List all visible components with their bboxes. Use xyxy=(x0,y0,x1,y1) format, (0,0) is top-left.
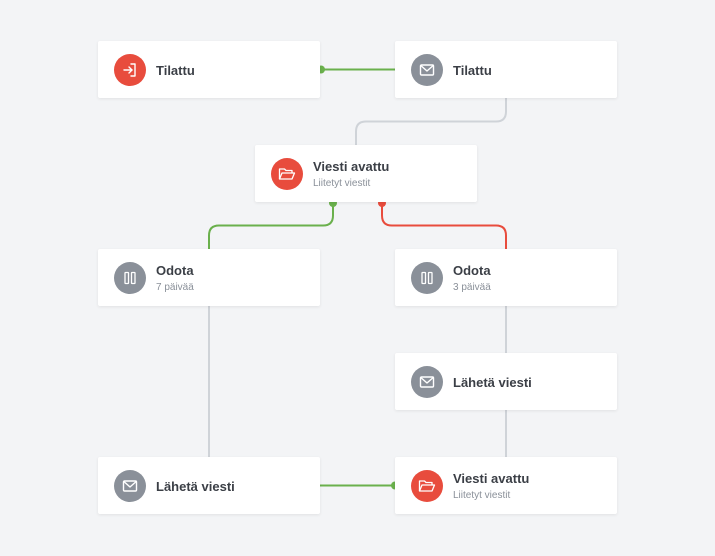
node-trigger-subscribed[interactable]: Tilattu xyxy=(98,41,320,98)
node-title: Lähetä viesti xyxy=(453,375,532,390)
node-send-subscribed[interactable]: Tilattu xyxy=(395,41,617,98)
envelope-icon xyxy=(114,470,146,502)
node-subtitle: Liitetyt viestit xyxy=(313,178,371,189)
node-title: Viesti avattu xyxy=(453,471,530,486)
node-subtitle: 3 päivää xyxy=(453,282,491,293)
folder-open-icon xyxy=(411,470,443,502)
node-wait-7[interactable]: Odota 7 päivää xyxy=(98,249,320,306)
connector-send-subscribed-to-check-opened xyxy=(355,98,507,145)
node-title: Viesti avattu xyxy=(313,159,390,174)
pause-icon xyxy=(411,262,443,294)
enter-icon xyxy=(114,54,146,86)
envelope-icon xyxy=(411,54,443,86)
node-send-message-right[interactable]: Lähetä viesti xyxy=(395,353,617,410)
connector-check-opened-to-wait-7 xyxy=(208,202,334,249)
node-title: Odota xyxy=(453,263,491,278)
node-title: Tilattu xyxy=(453,63,492,78)
node-subtitle: 7 päivää xyxy=(156,282,194,293)
connector-check-opened-to-wait-3 xyxy=(381,202,507,249)
node-title: Lähetä viesti xyxy=(156,479,235,494)
node-title: Tilattu xyxy=(156,63,195,78)
folder-open-icon xyxy=(271,158,303,190)
envelope-icon xyxy=(411,366,443,398)
node-wait-3[interactable]: Odota 3 päivää xyxy=(395,249,617,306)
node-title: Odota xyxy=(156,263,194,278)
pause-icon xyxy=(114,262,146,294)
node-subtitle: Liitetyt viestit xyxy=(453,490,511,501)
node-send-message-left[interactable]: Lähetä viesti xyxy=(98,457,320,514)
